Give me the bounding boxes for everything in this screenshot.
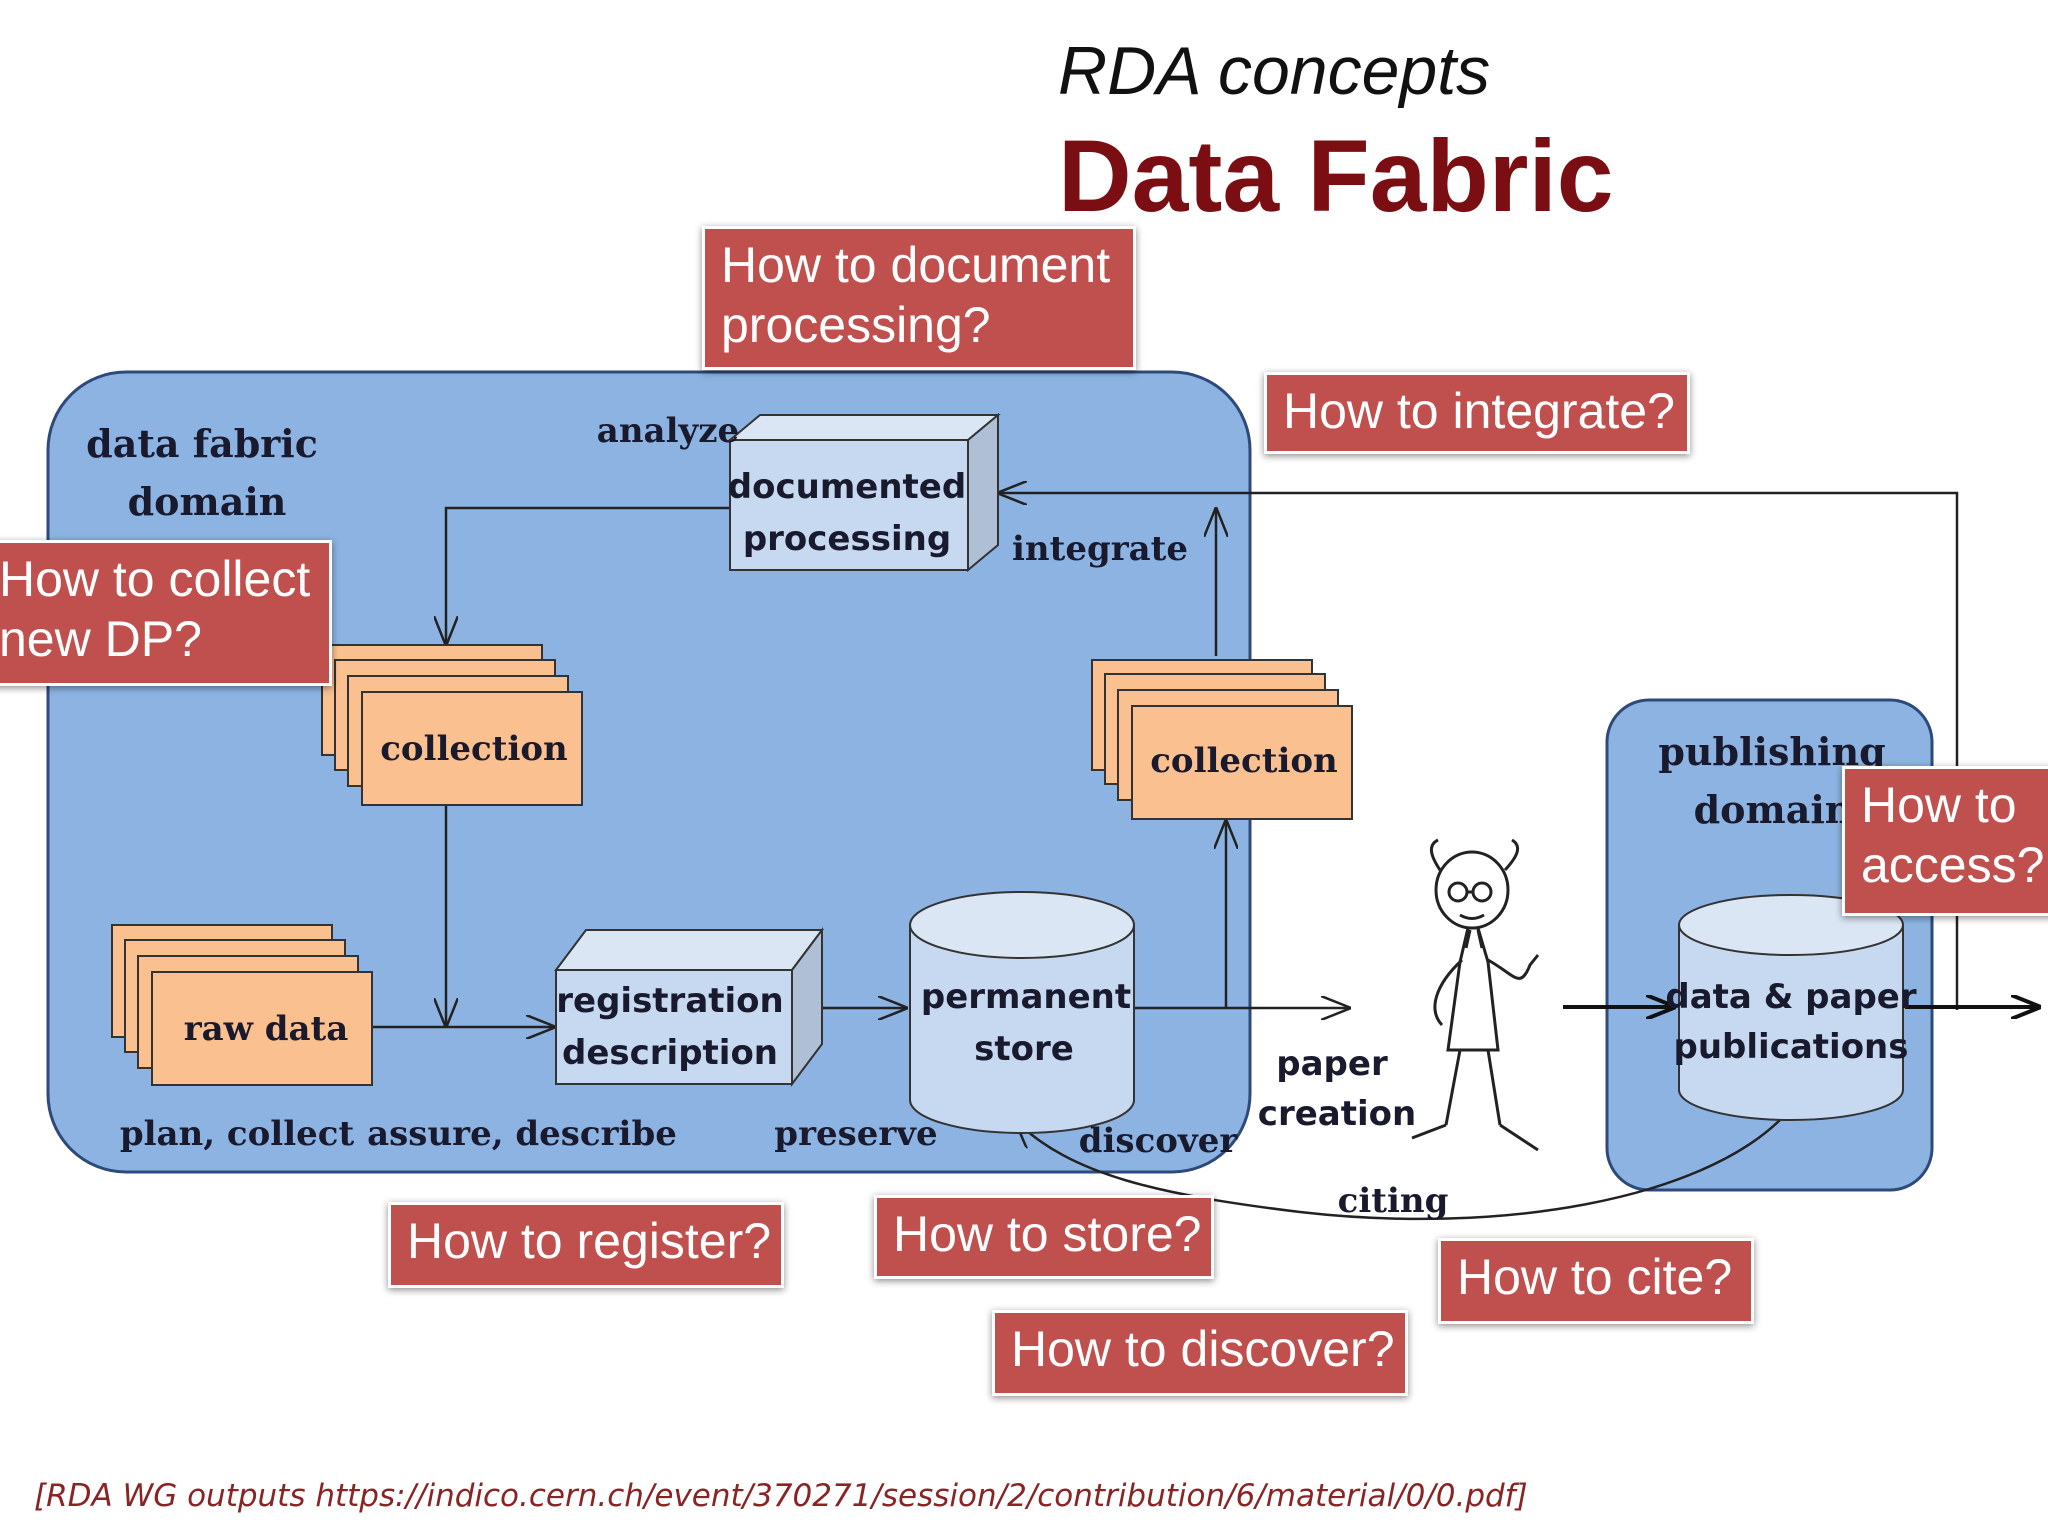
title-subtitle: RDA concepts [1058,33,1491,109]
documented-processing-line2: processing [743,519,951,559]
integrate-label: integrate [1012,529,1188,569]
collection-left-label: collection [380,729,568,769]
question-cite: How to cite? [1438,1238,1754,1324]
collection-stack-left: collection [321,644,583,806]
registration-description-line1: registration [556,981,784,1021]
analyze-label: analyze [597,411,739,451]
registration-description-box: registration description [554,927,824,1087]
paper-creation-label-2: creation [1258,1094,1416,1134]
citing-label: citing [1338,1181,1449,1221]
question-collect: How to collect new DP? [0,540,332,686]
collection-stack-right: collection [1091,659,1353,820]
data-fabric-domain-label-1: data fabric [86,421,318,466]
data-fabric-domain-label-2: domain [128,479,287,524]
documented-processing-line1: documented [728,467,966,507]
permanent-store-line2: store [974,1029,1074,1069]
registration-description-line2: description [562,1033,778,1073]
question-store: How to store? [874,1195,1214,1279]
raw-data-label: raw data [184,1009,349,1049]
diagram-connectors [372,493,1959,1221]
question-discover: How to discover? [992,1310,1408,1396]
discover-label: discover [1079,1121,1239,1161]
preserve-label: preserve [774,1114,937,1154]
question-document-processing: How to document processing? [702,226,1136,370]
publishing-domain-label-2: domain [1694,787,1853,832]
documented-processing-box: documented processing [727,412,1001,573]
question-register: How to register? [388,1202,784,1288]
paper-creation-label-1: paper [1276,1044,1388,1084]
data-paper-publications-cylinder: data & paper publications [1665,894,1917,1121]
publications-line2: publications [1674,1027,1909,1067]
page-title: Data Fabric [1058,119,1614,233]
scientist-icon [1411,838,1540,1152]
permanent-store-line1: permanent [921,977,1131,1017]
permanent-store-cylinder: permanent store [909,891,1135,1134]
question-integrate: How to integrate? [1264,372,1690,454]
question-access: How to access? [1842,766,2048,916]
raw-data-stack: raw data [111,924,373,1086]
source-citation: [RDA WG outputs https://indico.cern.ch/e… [34,1478,1528,1514]
collection-right-label: collection [1150,741,1338,781]
plan-collect-label: plan, collect [120,1114,355,1154]
assure-describe-label: assure, describe [367,1114,677,1154]
publications-line1: data & paper [1665,977,1916,1017]
